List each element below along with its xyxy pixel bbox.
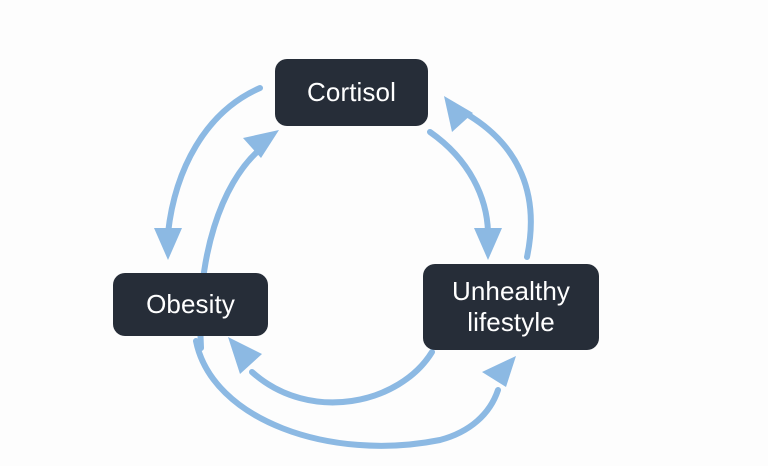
node-obesity-label: Obesity — [146, 289, 235, 320]
node-obesity[interactable]: Obesity — [113, 273, 268, 336]
arrow-unhealthy-to-obesity — [228, 337, 435, 406]
node-cortisol[interactable]: Cortisol — [275, 59, 428, 126]
arrow-cortisol-to-unhealthy — [427, 129, 502, 260]
node-unhealthy-lifestyle[interactable]: Unhealthy lifestyle — [423, 264, 599, 350]
node-cortisol-label: Cortisol — [307, 77, 396, 108]
node-unhealthy-lifestyle-label: Unhealthy lifestyle — [452, 276, 570, 337]
arrow-cortisol-to-obesity — [154, 85, 263, 260]
arrow-unhealthy-to-cortisol — [444, 96, 534, 260]
arrow-obesity-to-unhealthy — [193, 338, 516, 449]
